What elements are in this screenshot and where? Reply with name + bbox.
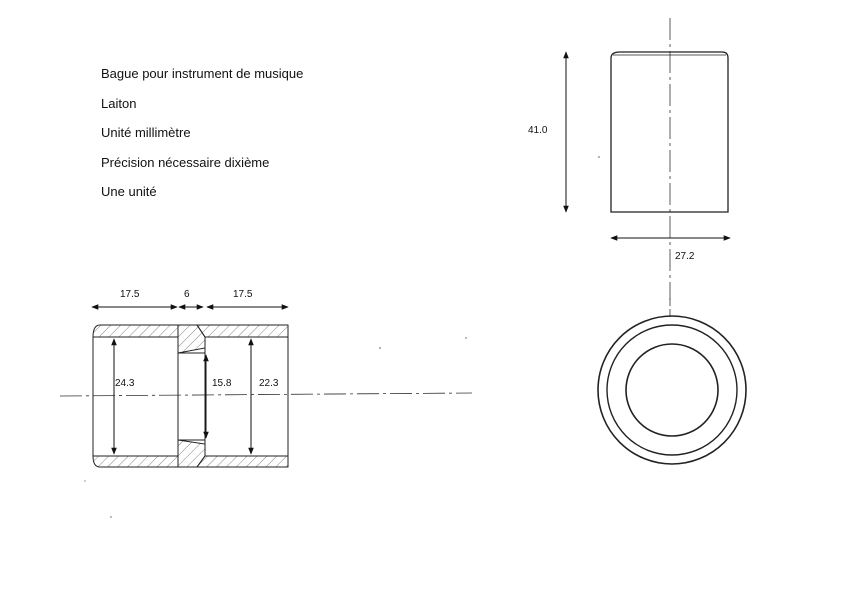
dim-bore-left: 24.3: [115, 378, 135, 389]
dim-width: 27.2: [675, 251, 695, 262]
dim-bore-middle: 15.8: [212, 378, 232, 389]
section-centerline: [59, 392, 473, 397]
note-title: Bague pour instrument de musique: [101, 66, 304, 81]
dim-height: 41.0: [528, 125, 548, 136]
note-precision: Précision nécessaire dixième: [101, 154, 270, 170]
side-view: 41.0 27.2: [528, 18, 731, 300]
end-view-outer-circle: [597, 315, 747, 465]
dim-bore-right: 22.3: [259, 378, 279, 389]
dim-length-right: 17.5: [233, 289, 253, 300]
note-material: Laiton: [101, 95, 137, 111]
dim-length-left: 17.5: [120, 289, 140, 300]
scan-specks: [84, 156, 600, 518]
section-view: 17.5 6 17.5 24.3 15.8 22.3: [59, 289, 473, 468]
end-view-bore-circle: [625, 343, 719, 437]
end-view-chamfer-circle: [606, 324, 738, 456]
note-quantity: Une unité: [101, 184, 157, 200]
drawing-notes: Bague pour instrument de musique Laiton …: [101, 66, 303, 214]
dim-length-middle: 6: [184, 289, 190, 300]
side-view-outline: [610, 51, 729, 213]
end-view: [597, 298, 747, 465]
section-wall-top: [92, 324, 289, 354]
note-unit: Unité millimètre: [101, 125, 191, 141]
section-wall-bottom: [92, 439, 289, 468]
